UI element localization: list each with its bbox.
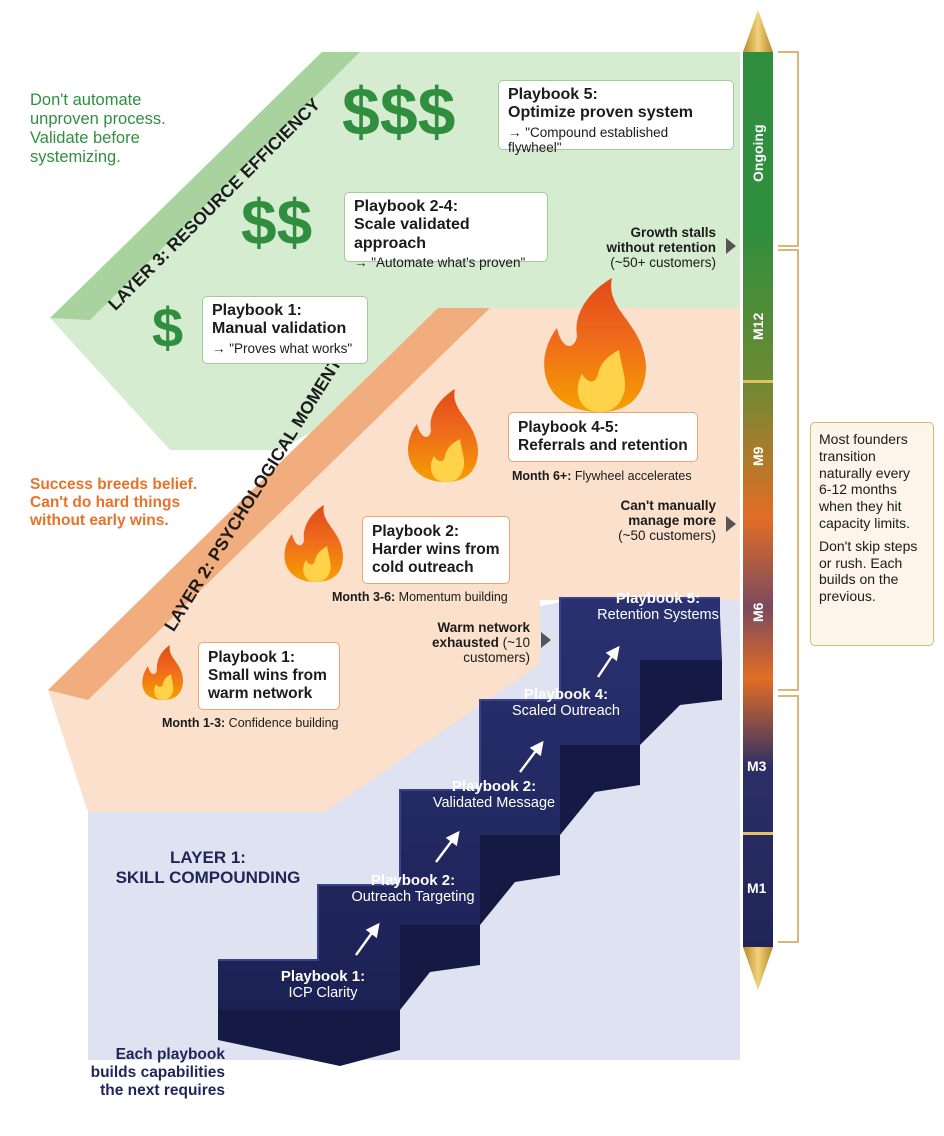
warn-arrow-network [541, 632, 551, 648]
warn-network-title: Warm network exhausted [432, 620, 530, 651]
layer2-box3-caption: Month 6+: Flywheel accelerates [512, 469, 692, 483]
step-4-sub: Scaled Outreach [511, 703, 620, 720]
layer1-title: LAYER 1: SKILL COMPOUNDING [115, 848, 301, 887]
layer3-note: Don't automate unproven process. Validat… [30, 91, 166, 166]
layer2-box1-caption: Month 1-3: Confidence building [162, 716, 338, 730]
warn-cant-manage: Can't manually manage more (~50 customer… [560, 498, 716, 543]
warn-arrow-growth [726, 238, 736, 254]
step-5-label: Playbook 5: Retention Systems [576, 590, 740, 624]
step-2-label: Playbook 2: Outreach Targeting [330, 872, 496, 906]
dollar-icon-single: $ [152, 296, 184, 359]
warn-network-exhausted: Warm network exhausted (~10 customers) [400, 620, 530, 665]
layer2-title-strip [48, 308, 490, 700]
layer2-box2-caption: Month 3-6: Momentum building [332, 590, 508, 604]
layer3-box2-title: Playbook 2-4: Scale validated approach [354, 198, 470, 252]
info-paragraph-1: Most founders transition naturally every… [819, 431, 911, 531]
warn-growth-sub: (~50+ customers) [610, 255, 716, 271]
step-1-title: Playbook 1: [280, 968, 366, 985]
layer3-box-playbook5: Playbook 5: Optimize proven system → "Co… [498, 80, 734, 155]
layer3-box-playbook1: Playbook 1: Manual validation → "Proves … [202, 296, 368, 364]
info-paragraph-2: Don't skip steps or rush. Each builds on… [819, 537, 918, 605]
layer1-note: Each playbook builds capabilities the ne… [90, 1046, 225, 1099]
layer2-box-playbook1: Playbook 1: Small wins from warm network [198, 642, 340, 710]
layer3-box1-title: Playbook 1: Manual validation [212, 302, 347, 338]
flame-icon-xlarge [544, 278, 646, 412]
layer2-box2-title: Playbook 2: Harder wins from cold outrea… [372, 523, 500, 576]
layer2-box3-title: Playbook 4-5: Referrals and retention [518, 419, 688, 454]
step-1-sub: ICP Clarity [288, 985, 358, 1002]
dollar-icon-double: $$ [241, 186, 313, 258]
layer2-box-playbook4-5: Playbook 4-5: Referrals and retention [508, 412, 698, 462]
layer2-box3-desc: Flywheel accelerates [574, 469, 692, 483]
layer3-title-strip [50, 52, 360, 320]
warn-manage-title: Can't manually manage more [620, 498, 716, 529]
layer2-box1-label: Month 1-3: [162, 716, 226, 730]
step-1-label: Playbook 1: ICP Clarity [248, 968, 398, 1002]
layer3-box-playbook2-4: Playbook 2-4: Scale validated approach →… [344, 192, 548, 270]
warn-growth-title: Growth stalls without retention [606, 225, 716, 256]
timeline-label-m9: M9 [750, 446, 766, 466]
step-3-title: Playbook 2: [451, 778, 537, 795]
flame-icon-medium [284, 505, 343, 582]
layer2-box1-title: Playbook 1: Small wins from warm network [208, 649, 327, 702]
warn-arrow-manage [726, 516, 736, 532]
step-3-label: Playbook 2: Validated Message [412, 778, 576, 812]
flame-icon-small [142, 645, 183, 700]
warn-network-sub: (~10 customers) [463, 635, 530, 666]
staircase [218, 597, 722, 1066]
layer3-box1-sub: → "Proves what works" [212, 340, 353, 356]
dollar-icon-triple: $$$ [342, 74, 456, 150]
step-2-title: Playbook 2: [370, 872, 456, 889]
layer3-box3-title: Playbook 5: Optimize proven system [508, 86, 693, 122]
flame-icon-large [408, 389, 478, 482]
timeline-label-m12: M12 [750, 312, 766, 340]
step-5-sub: Retention Systems [597, 607, 719, 624]
step-2-sub: Outreach Targeting [351, 889, 475, 906]
step-5-title: Playbook 5: [615, 590, 701, 607]
transition-info-box: Most founders transition naturally every… [810, 422, 934, 646]
step-4-label: Playbook 4: Scaled Outreach [492, 686, 640, 720]
timeline-bar [743, 10, 773, 990]
step-arrows [355, 645, 620, 956]
layer2-box-playbook2: Playbook 2: Harder wins from cold outrea… [362, 516, 510, 584]
step-3-sub: Validated Message [432, 795, 556, 812]
timeline-brackets [778, 51, 799, 943]
warn-growth-stalls: Growth stalls without retention (~50+ cu… [560, 225, 716, 270]
layer2-box1-desc: Confidence building [228, 716, 339, 730]
layer3-box2-sub: → "Automate what's proven" [354, 255, 526, 271]
timeline-label-m3: M3 [747, 758, 767, 774]
timeline-label-ongoing: Ongoing [750, 124, 766, 182]
layer2-note: Success breeds belief. Can't do hard thi… [30, 476, 198, 529]
timeline-label-m1: M1 [747, 880, 767, 896]
step-4-title: Playbook 4: [523, 686, 609, 703]
warn-manage-sub: (~50 customers) [618, 528, 716, 544]
layer2-box2-label: Month 3-6: [332, 590, 396, 604]
layer3-box3-sub: → "Compound established flywheel" [508, 124, 669, 156]
layer2-box2-desc: Momentum building [398, 590, 508, 604]
timeline-label-m6: M6 [750, 602, 766, 622]
layer2-box3-label: Month 6+: [512, 469, 572, 483]
